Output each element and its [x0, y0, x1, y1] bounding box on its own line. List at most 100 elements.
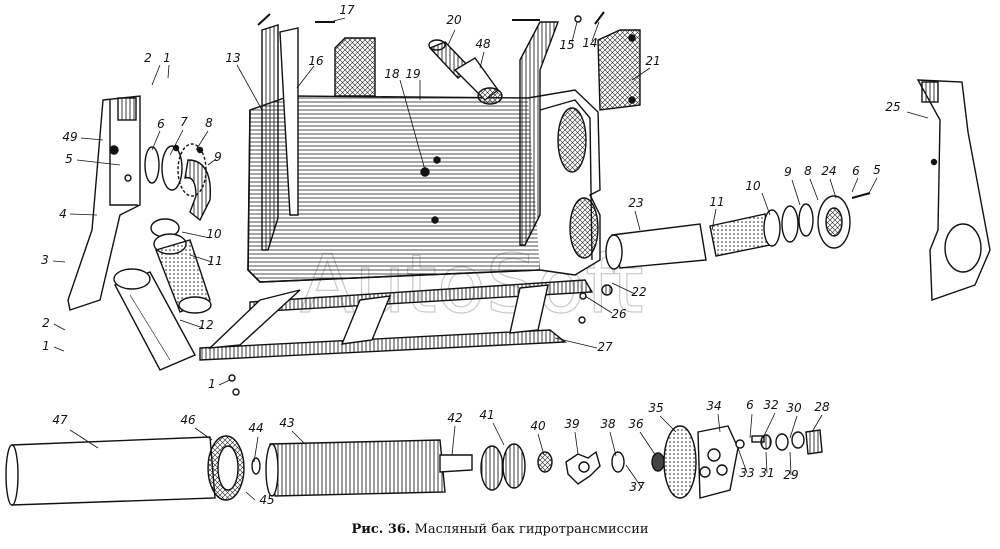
leader-line [194, 427, 213, 441]
cover-35-34 [663, 425, 739, 499]
left-tube-12 [113, 268, 196, 371]
leader-line [737, 447, 748, 474]
callout-45: 45 [259, 493, 274, 507]
leader-line [765, 451, 768, 474]
callout-46: 46 [180, 413, 196, 427]
callout-35: 35 [648, 401, 663, 415]
bottom-tube-47 [5, 436, 216, 506]
leader-line [791, 179, 801, 206]
leader-line [329, 17, 346, 23]
main-tank-19 [247, 89, 601, 283]
callout-15: 15 [559, 38, 574, 52]
leader-line [634, 210, 641, 231]
callout-10: 10 [206, 227, 222, 241]
callout-1: 1 [42, 339, 50, 353]
leader-line [76, 159, 121, 166]
callout-11: 11 [709, 195, 724, 209]
base-frame-27 [199, 279, 613, 396]
callout-44: 44 [248, 421, 263, 435]
leader-line [659, 415, 677, 433]
callout-48: 48 [475, 37, 491, 51]
callout-14: 14 [582, 36, 597, 50]
callout-36: 36 [628, 417, 644, 431]
callout-30: 30 [786, 401, 802, 415]
callout-2: 2 [144, 51, 152, 65]
leader-line [809, 178, 819, 201]
wood-blocks [334, 29, 641, 111]
callout-19: 19 [405, 67, 420, 81]
leader-line [829, 178, 837, 199]
callout-1: 1 [163, 51, 171, 65]
leader-line [867, 177, 878, 196]
leader-line [761, 192, 771, 216]
callout-24: 24 [821, 164, 836, 178]
callout-5: 5 [65, 152, 73, 166]
leader-line [851, 177, 859, 193]
callout-4: 4 [59, 207, 67, 221]
leader-line [53, 323, 66, 331]
leader-line [253, 436, 259, 463]
leader-line [631, 67, 651, 81]
callout-16: 16 [308, 54, 324, 68]
leader-line [789, 451, 792, 476]
leader-line [80, 137, 104, 141]
callout-8: 8 [205, 116, 213, 130]
callout-3: 3 [41, 253, 49, 267]
callout-29: 29 [783, 468, 798, 482]
discs-41 [480, 443, 553, 491]
callout-39: 39 [564, 417, 579, 431]
leader-line [399, 79, 426, 171]
callout-47: 47 [52, 413, 68, 427]
leader-line [207, 158, 217, 166]
callout-43: 43 [279, 416, 294, 430]
leader-line [749, 413, 753, 439]
left-filter-11 [150, 218, 212, 314]
leader-line [245, 491, 256, 501]
leader-line [447, 29, 456, 46]
leader-line [537, 433, 545, 456]
callout-11: 11 [207, 254, 222, 268]
callout-10: 10 [745, 179, 761, 193]
callout-6: 6 [852, 164, 860, 178]
callout-26: 26 [611, 307, 627, 321]
leader-line [554, 337, 598, 349]
callout-6: 6 [157, 117, 165, 131]
star-39 [565, 450, 601, 485]
leader-line [591, 21, 600, 42]
leader-line [711, 208, 717, 231]
leader-line [151, 64, 161, 86]
callout-1: 1 [208, 377, 216, 391]
leader-line [181, 231, 211, 239]
callout-41: 41 [479, 408, 494, 422]
callout-18: 18 [384, 67, 400, 81]
leader-line [53, 346, 65, 352]
leader-line [574, 431, 579, 455]
callout-21: 21 [645, 54, 660, 68]
leader-lines [52, 17, 929, 501]
callout-9: 9 [784, 165, 792, 179]
callout-37: 37 [629, 480, 645, 494]
leader-line [625, 464, 643, 489]
leader-line [169, 129, 184, 156]
tank-straps [261, 21, 560, 251]
leader-line [479, 51, 485, 69]
callout-28: 28 [814, 400, 830, 414]
left-bracket-4 [67, 95, 141, 311]
callout-2: 2 [42, 316, 50, 330]
leader-line [584, 295, 613, 314]
leader-line [717, 413, 721, 433]
callout-32: 32 [763, 398, 778, 412]
leader-line [195, 130, 209, 151]
leader-line [609, 431, 617, 457]
leader-line [218, 379, 231, 386]
callout-5: 5 [873, 163, 881, 177]
callout-23: 23 [628, 196, 643, 210]
leader-line [811, 414, 823, 433]
leader-line [571, 21, 578, 43]
callout-13: 13 [225, 51, 240, 65]
callout-17: 17 [339, 3, 355, 17]
callout-7: 7 [180, 115, 188, 129]
left-flange-assembly [144, 143, 212, 222]
leader-line [492, 422, 505, 446]
